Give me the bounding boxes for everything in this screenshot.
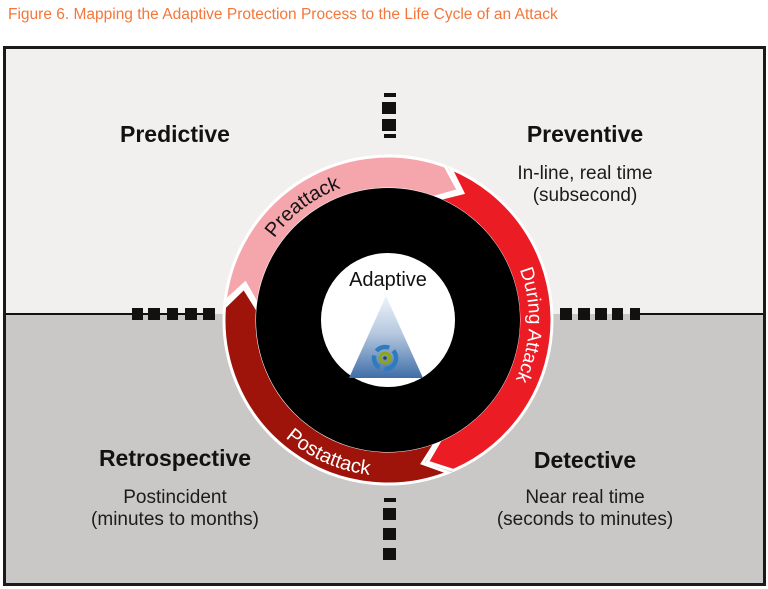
bottom-boundary-dashes	[383, 498, 396, 560]
adaptive-label: Adaptive	[349, 269, 427, 291]
cycle-icon	[371, 344, 399, 372]
retrospective-timing: Postincident (minutes to months)	[35, 487, 315, 532]
detective-timing-line1: Near real time	[525, 487, 645, 508]
detective-timing-line2: (seconds to minutes)	[496, 509, 674, 531]
retrospective-timing-line1: Postincident	[123, 487, 227, 508]
right-boundary-dashes	[560, 308, 640, 320]
attack-lifecycle-diagram: Adaptive Preattack During Attack Postatt…	[6, 93, 763, 560]
left-boundary-dashes	[132, 308, 215, 320]
preventive-timing-line1: In-line, real time	[517, 163, 653, 184]
top-boundary-dashes	[382, 93, 396, 138]
figure-caption: Figure 6. Mapping the Adaptive Protectio…	[8, 6, 558, 23]
detective-timing: Near real time (seconds to minutes)	[445, 487, 725, 532]
quadrant-label-retrospective: Retrospective	[98, 445, 252, 471]
quadrant-label-detective: Detective	[533, 447, 637, 473]
pyramid-icon	[349, 296, 423, 378]
preventive-timing-line2: (subsecond)	[532, 185, 638, 207]
quadrant-label-preventive: Preventive	[526, 121, 644, 147]
quadrant-label-predictive: Predictive	[120, 121, 230, 147]
retrospective-timing-line2: (minutes to months)	[91, 509, 259, 531]
figure-box: Adaptive Preattack During Attack Postatt…	[3, 46, 766, 586]
preventive-timing: In-line, real time (subsecond)	[445, 163, 725, 208]
